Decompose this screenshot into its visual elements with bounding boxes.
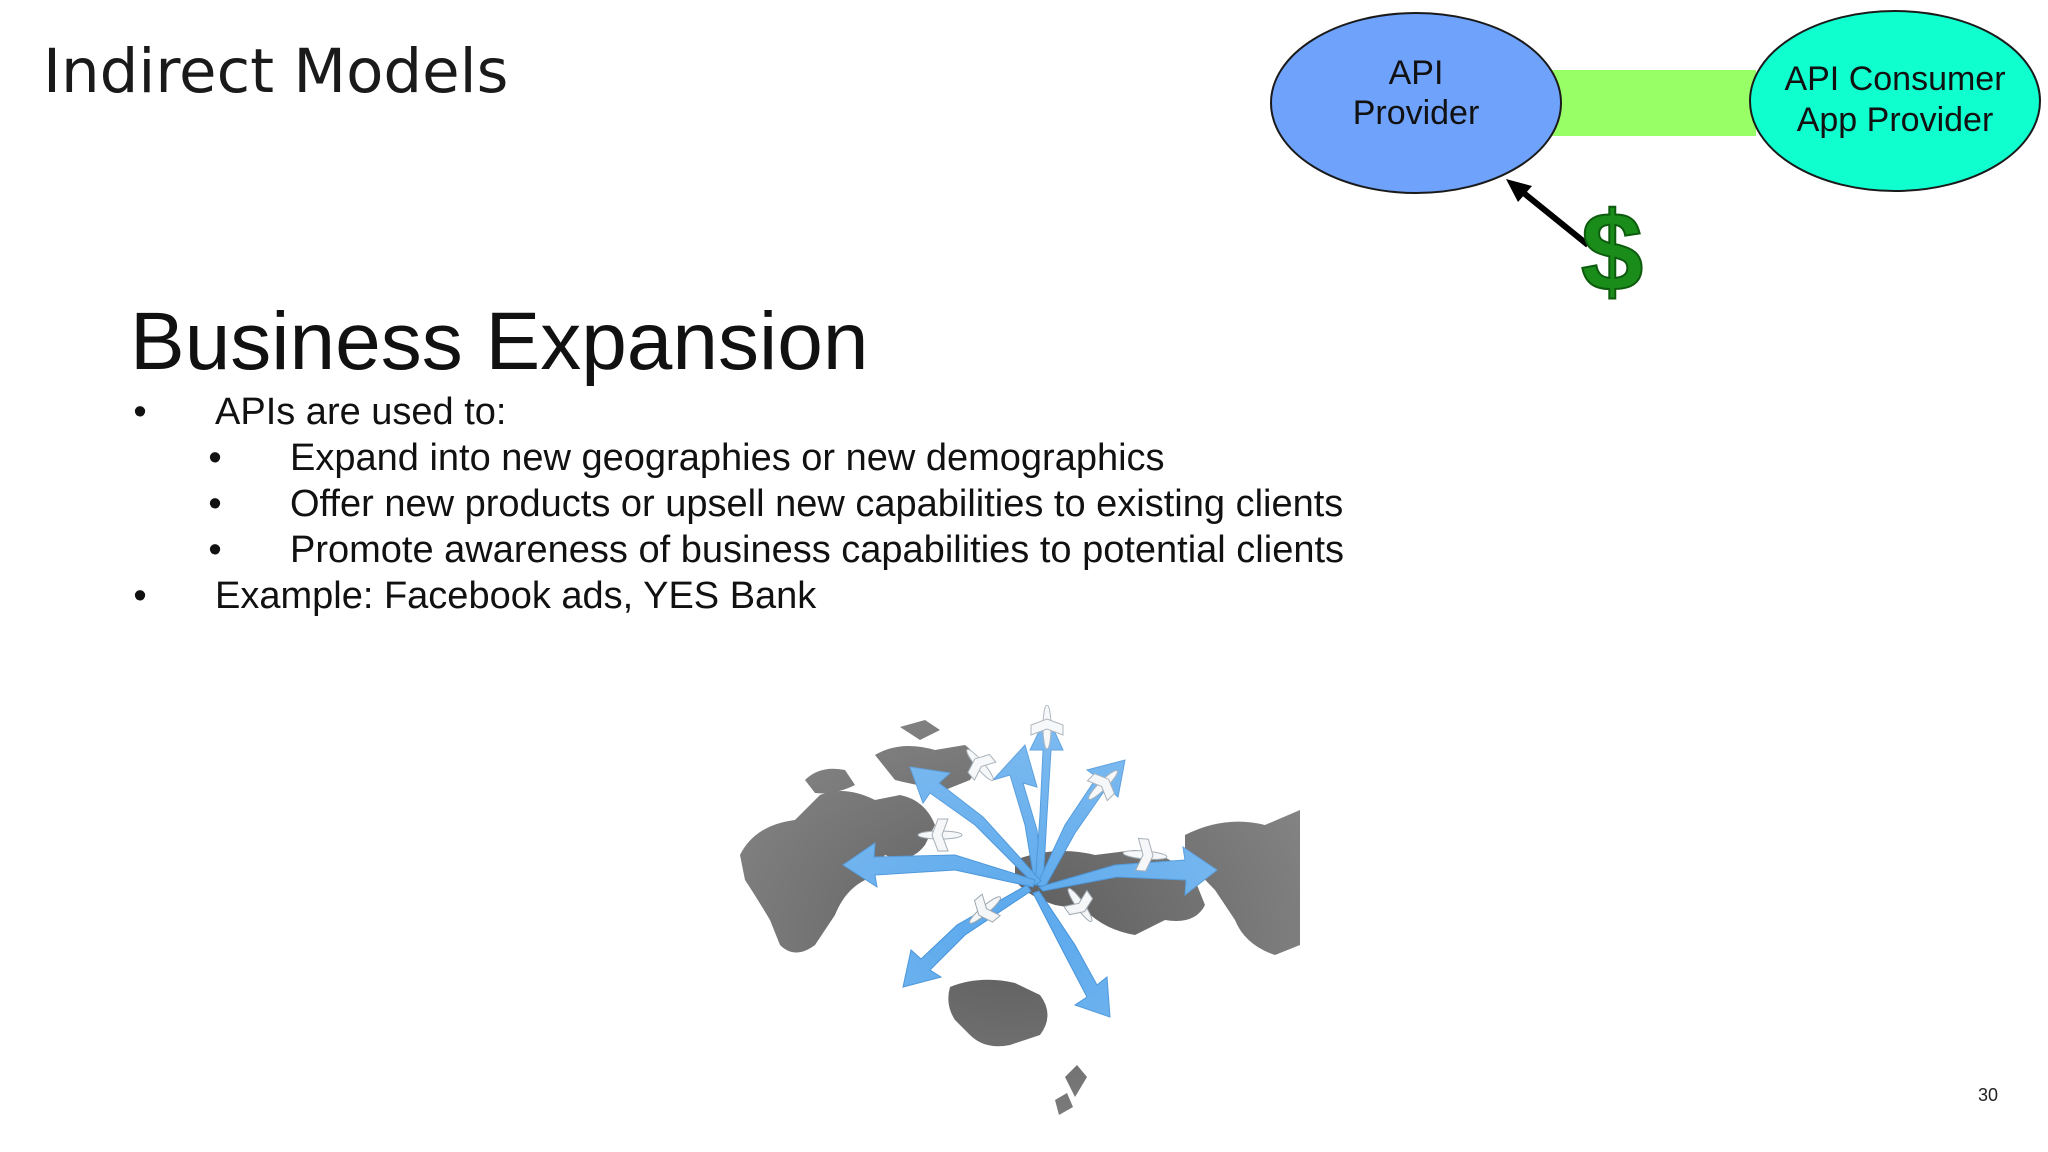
world-map-airplanes-icon: [725, 705, 1300, 1120]
provider-label-line2: Provider: [1353, 94, 1480, 132]
consumer-label-line2: App Provider: [1797, 101, 1994, 139]
api-relationship-diagram: API Provider API Consumer App Provider $: [1270, 10, 2041, 315]
bullet-text: Example: Facebook ads, YES Bank: [215, 575, 817, 617]
bullet-marker: •: [208, 483, 222, 525]
page-number: 30: [1977, 1085, 1998, 1105]
bullet-marker: •: [133, 575, 147, 617]
bullet-text: Offer new products or upsell new capabil…: [290, 483, 1344, 525]
bullet-marker: •: [133, 391, 147, 433]
bullet-text: APIs are used to:: [215, 391, 507, 433]
api-provider-node: [1270, 12, 1562, 194]
payment-arrow: [1506, 179, 1590, 248]
bullet-marker: •: [208, 437, 222, 479]
provider-label-line1: API: [1389, 54, 1444, 92]
header-title: Indirect Models: [43, 36, 509, 107]
section-title: Business Expansion: [130, 296, 869, 387]
dollar-sign-icon: $: [1581, 189, 1643, 314]
api-consumer-node: [1749, 10, 2041, 192]
bullet-text: Expand into new geographies or new demog…: [290, 437, 1165, 479]
bullet-marker: •: [208, 529, 222, 571]
connector-bar: [1548, 70, 1756, 136]
bullet-text: Promote awareness of business capabiliti…: [290, 529, 1345, 571]
consumer-label-line1: API Consumer: [1784, 60, 2005, 98]
